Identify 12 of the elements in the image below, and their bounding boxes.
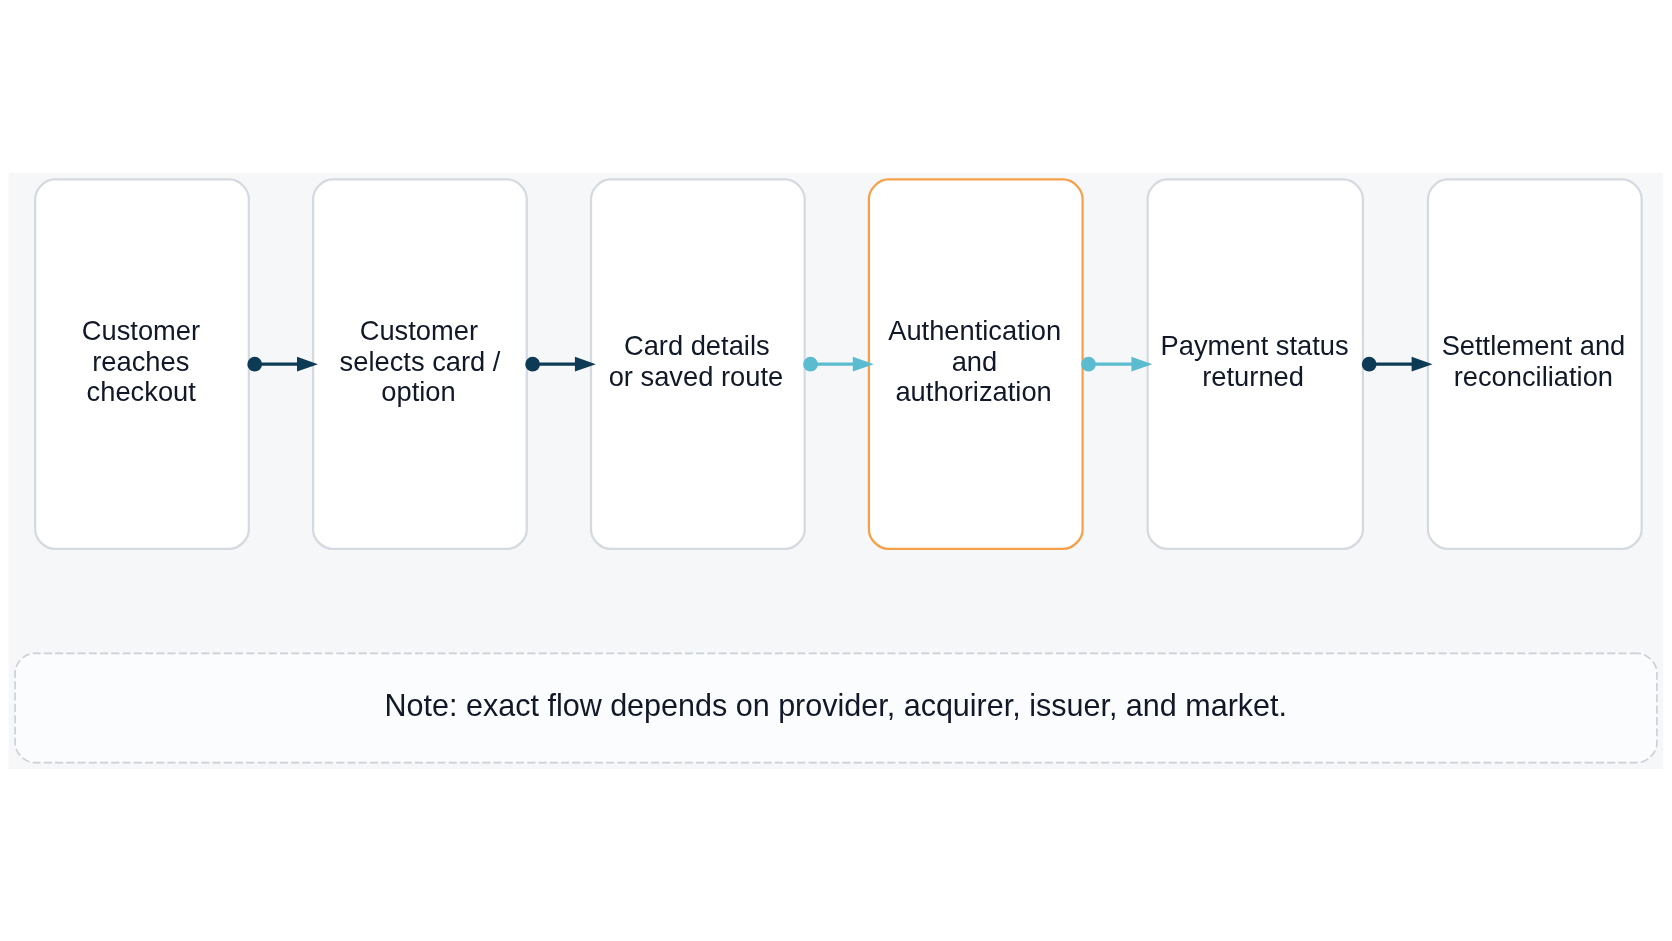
node-box: Note: exact flow depends on provider, acquirer, issuer, and market.	[14, 652, 1658, 763]
node-box: Authentication and authorization	[867, 177, 1084, 550]
arrow	[1361, 356, 1433, 372]
node-box: Customer reaches checkout	[34, 177, 250, 550]
node-box: Customer selects card / option	[311, 177, 528, 550]
arrow	[525, 356, 596, 372]
node-box: Payment status returned	[1146, 177, 1365, 550]
arrow	[247, 356, 318, 372]
node-box: Settlement and reconciliation	[1426, 177, 1643, 550]
arrow	[803, 356, 874, 372]
node-box: Card details or saved route	[589, 177, 806, 550]
arrow	[1081, 356, 1153, 372]
